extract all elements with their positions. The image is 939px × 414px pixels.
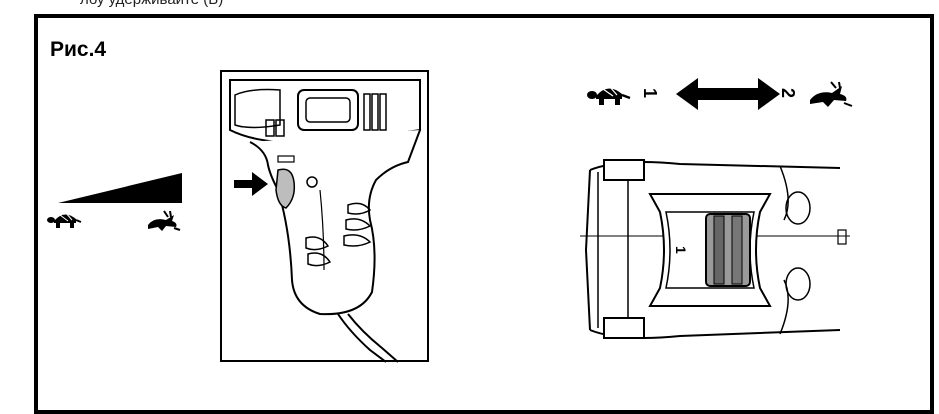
figure-label: Рис.4	[50, 38, 107, 61]
speed-ramp-group	[47, 173, 182, 231]
rabbit-icon	[810, 81, 853, 107]
drill-handle-illustration	[220, 70, 429, 363]
switch-position-mark: 1	[673, 246, 689, 254]
rabbit-icon	[148, 210, 181, 231]
speed-switch-knob[interactable]	[705, 213, 751, 287]
speed-switch-top-view: 1	[580, 159, 850, 339]
power-cable	[337, 313, 387, 363]
double-arrow-icon	[676, 78, 780, 110]
lock-button	[306, 176, 318, 188]
turtle-icon	[587, 86, 631, 105]
top-caption-fragment: лбу удерживайте (В)	[80, 0, 223, 8]
position-1-label: 1	[640, 88, 660, 98]
direction-legend: 1 2	[587, 78, 853, 110]
speed-trigger	[275, 168, 296, 209]
right-arrow-icon	[234, 172, 268, 196]
turtle-icon	[47, 212, 82, 228]
speed-ramp-wedge	[58, 173, 182, 203]
position-2-label: 2	[778, 88, 798, 98]
